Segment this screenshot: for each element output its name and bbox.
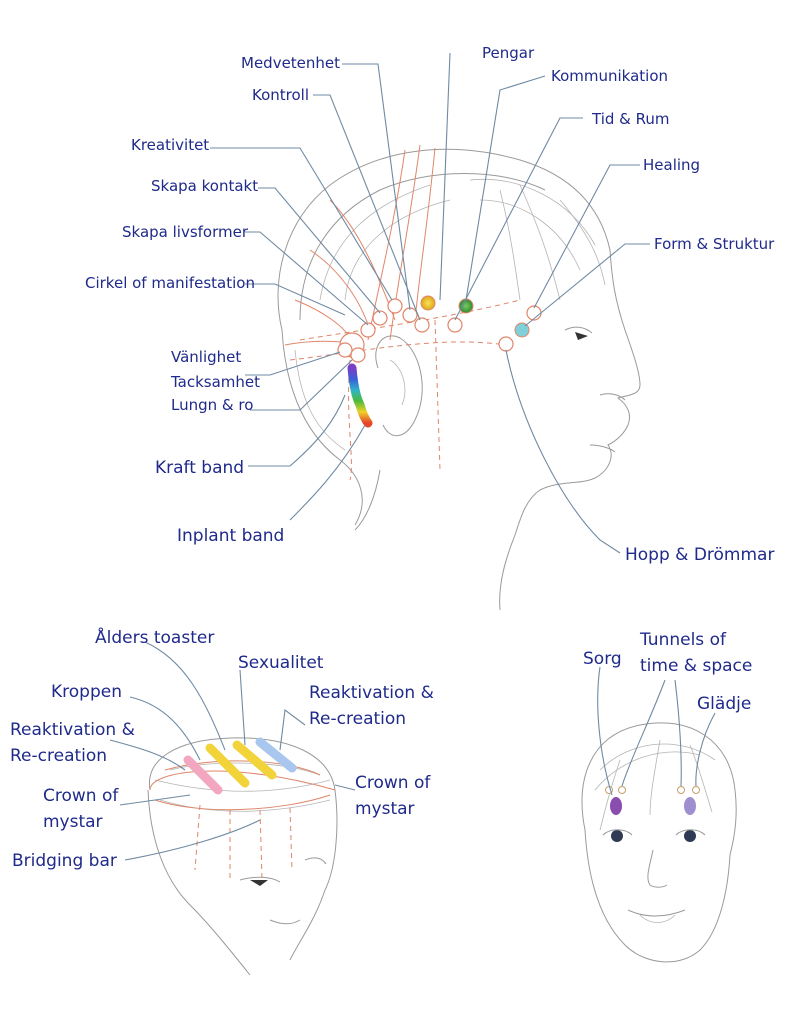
front-face-illustration <box>581 722 737 963</box>
bar-reaktivation-blue <box>255 737 297 773</box>
profile-leader-lines <box>210 52 650 554</box>
label-kreativitet: Kreativitet <box>131 136 209 154</box>
label-reaktivation-right-1: Reaktivation & <box>309 683 434 703</box>
bar-sexualitet-yellow <box>232 740 277 780</box>
label-medvetenhet: Medvetenhet <box>241 54 340 72</box>
label-bridging-bar: Bridging bar <box>12 851 117 871</box>
label-skapa-livsformer: Skapa livsformer <box>122 223 249 241</box>
point-tunnels-right <box>677 786 685 794</box>
point-gladje-lavender <box>684 797 696 815</box>
label-crown-right-1: Crown of <box>355 773 431 793</box>
label-sorg: Sorg <box>583 649 622 669</box>
label-hopp-drommar: Hopp & Drömmar <box>625 545 774 565</box>
point-tacksamhet-ring <box>350 347 366 363</box>
point-kreativitet <box>387 298 403 314</box>
label-form-struktur: Form & Struktur <box>654 235 775 253</box>
label-tid-rum: Tid & Rum <box>591 110 670 128</box>
label-crown-left-1: Crown of <box>43 786 119 806</box>
point-medvetenhet <box>414 317 430 333</box>
label-kroppen: Kroppen <box>51 682 122 702</box>
label-reaktivation-right-2: Re-creation <box>309 709 406 729</box>
label-gladje: Glädje <box>697 694 751 714</box>
label-tunnels-2: time & space <box>640 656 752 676</box>
point-tunnels-left <box>618 786 626 794</box>
point-form-struktur-cyan <box>514 322 530 338</box>
point-pengar-yellow <box>420 295 436 311</box>
label-reaktivation-left-2: Re-creation <box>10 746 107 766</box>
label-lungn-ro: Lungn & ro <box>171 396 253 414</box>
front-right-eye <box>684 830 696 842</box>
label-alders-toaster: Ålders toaster <box>95 626 214 648</box>
label-crown-right-2: mystar <box>355 799 415 819</box>
kraft-band-rainbow <box>347 363 373 428</box>
label-kraft-band: Kraft band <box>155 458 244 478</box>
point-healing <box>526 305 542 321</box>
profile-head-illustration <box>277 144 641 611</box>
label-kontroll: Kontroll <box>252 86 309 104</box>
point-skapa-livsformer <box>360 322 376 338</box>
label-cirkel-of-manifestation: Cirkel of manifestation <box>85 274 255 292</box>
crown-head-illustration <box>147 737 338 976</box>
label-inplant-band: Inplant band <box>177 526 284 546</box>
label-healing: Healing <box>643 156 700 174</box>
label-reaktivation-left-1: Reaktivation & <box>10 720 135 740</box>
point-kontroll <box>402 307 418 323</box>
label-vanlighet: Vänlighet <box>171 348 241 366</box>
point-tid-rum <box>447 317 463 333</box>
point-sorg-purple <box>610 797 622 815</box>
point-skapa-kontakt <box>372 310 388 326</box>
front-leader-lines <box>597 666 716 796</box>
label-skapa-kontakt: Skapa kontakt <box>151 177 258 195</box>
point-hopp <box>498 336 514 352</box>
point-tunnels-right-2 <box>692 786 700 794</box>
label-crown-left-2: mystar <box>43 812 103 832</box>
label-kommunikation: Kommunikation <box>551 67 668 85</box>
point-vanlighet-ring <box>337 342 353 358</box>
front-labels: Sorg Tunnels of time & space Glädje <box>583 630 752 714</box>
bar-kroppen-pink <box>183 755 223 795</box>
point-kommunikation-green <box>458 298 474 314</box>
label-tunnels-1: Tunnels of <box>639 630 727 650</box>
crown-leader-lines <box>109 641 356 861</box>
label-tacksamhet: Tacksamhet <box>170 373 260 391</box>
bar-alders-toaster-yellow <box>205 743 250 788</box>
front-left-eye <box>611 830 623 842</box>
crown-labels: Ålders toaster Sexualitet Kroppen Reakti… <box>10 626 434 871</box>
profile-labels: Medvetenhet Pengar Kontroll Kommunikatio… <box>85 44 775 565</box>
label-sexualitet: Sexualitet <box>238 653 324 673</box>
label-pengar: Pengar <box>482 44 535 62</box>
